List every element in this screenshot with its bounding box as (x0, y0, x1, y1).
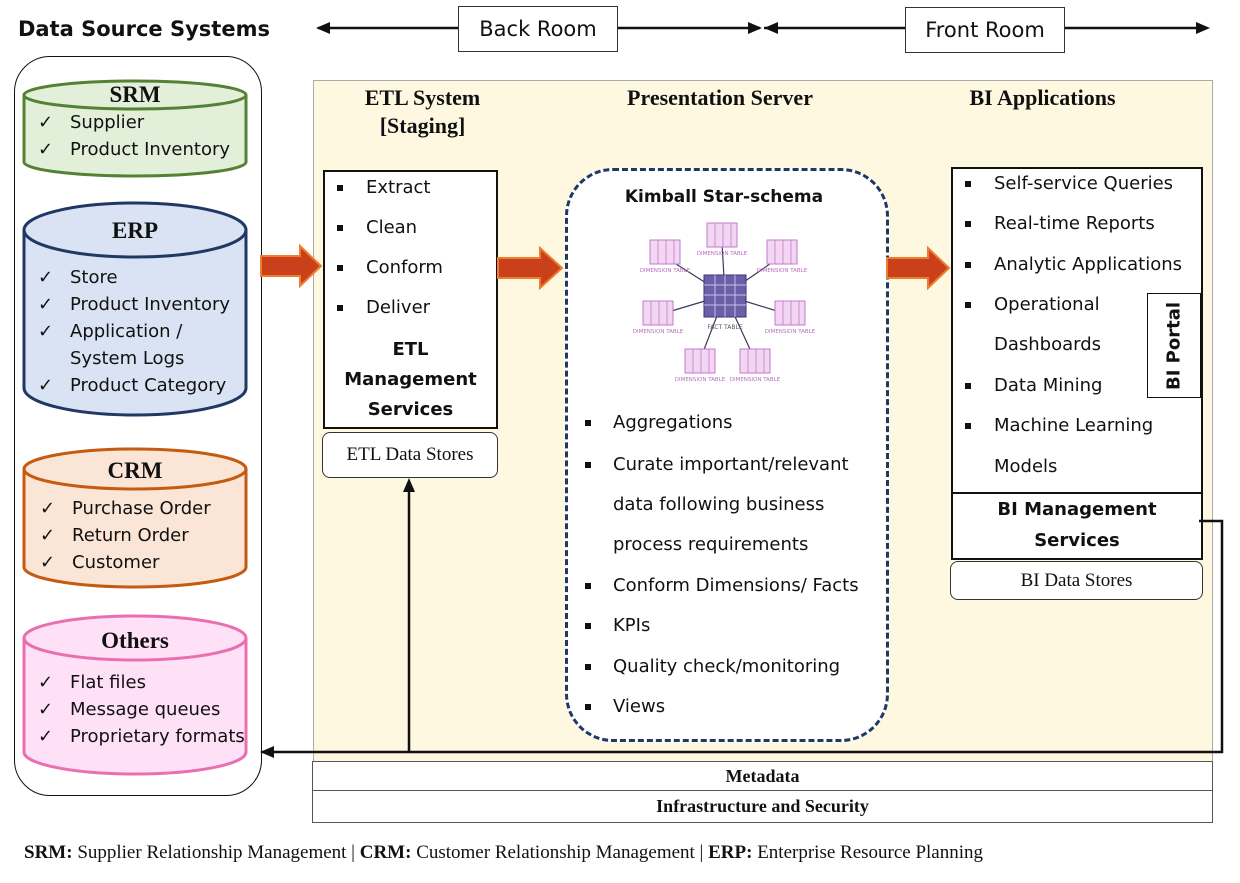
dimension-table-labels: DIMENSION TABLE DIMENSION TABLE DIMENSIO… (633, 251, 816, 383)
bi-portal: BI Portal (1147, 293, 1201, 398)
list-item: Operational (965, 294, 1100, 315)
infrastructure-security-bar: Infrastructure and Security (312, 790, 1213, 823)
list-item: Conform (337, 257, 443, 278)
arrow-presentation-to-bi (886, 245, 951, 291)
list-item: Conform Dimensions/ Facts (585, 575, 859, 596)
list-item: System Logs (70, 348, 185, 369)
bi-data-stores: BI Data Stores (950, 561, 1203, 600)
dimension-table-label: DIMENSION TABLE (633, 329, 684, 335)
etl-system-title: ETL System [Staging] (364, 85, 481, 138)
list-item: Real-time Reports (965, 213, 1155, 234)
list-item: data following business (613, 494, 825, 515)
list-item: Curate important/relevant (585, 454, 849, 475)
etl-steps-box: Extract Clean Conform Deliver (323, 170, 498, 337)
presentation-server-title: Presentation Server (627, 85, 813, 110)
list-item: Self-service Queries (965, 173, 1173, 194)
list-item: Clean (337, 217, 417, 238)
srm-items: ✓Supplier ✓Product Inventory (24, 112, 246, 172)
list-item: ✓Return Order (40, 525, 189, 546)
list-item: ✓Proprietary formats (38, 726, 245, 747)
arrow-sources-to-etl (260, 243, 323, 289)
bi-applications-box: Self-service Queries Real-time Reports A… (951, 167, 1203, 496)
page-title: Data Source Systems (18, 17, 270, 41)
list-item: ✓Product Category (38, 375, 227, 396)
fact-table-label: FACT TABLE (707, 324, 742, 331)
crm-items: ✓Purchase Order ✓Return Order ✓Customer (26, 498, 246, 588)
star-schema-title: Kimball Star-schema (624, 187, 824, 207)
dimension-table-label: DIMENSION TABLE (675, 377, 726, 383)
list-item: ✓Application / (38, 321, 183, 342)
bi-management-services: BI Management Services (951, 492, 1203, 560)
others-items: ✓Flat files ✓Message queues ✓Proprietary… (24, 672, 246, 762)
etl-data-stores: ETL Data Stores (322, 432, 498, 478)
list-item: Analytic Applications (965, 254, 1182, 275)
list-item: Deliver (337, 297, 430, 318)
crm-title: CRM (107, 458, 163, 483)
others-cylinder (22, 614, 248, 776)
feedback-loop-arrow (262, 519, 1224, 754)
dimension-table-label: DIMENSION TABLE (730, 377, 781, 383)
list-item: ✓Store (38, 267, 118, 288)
arrow-etl-to-presentation (497, 245, 564, 291)
front-room-label: Front Room (905, 7, 1065, 53)
erp-items: ✓Store ✓Product Inventory ✓Application /… (24, 267, 246, 407)
srm-cylinder (22, 79, 248, 178)
back-room-span-arrow (316, 22, 762, 34)
list-item: ✓Flat files (38, 672, 146, 693)
list-item: process requirements (613, 534, 809, 555)
erp-title: ERP (112, 218, 158, 243)
list-item: KPIs (585, 615, 650, 636)
star-schema-diagram: FACT TABLE DIMENSION TABLE DIMENSION TAB… (633, 222, 816, 383)
dimension-table-icons (642, 222, 806, 374)
dimension-table-label: DIMENSION TABLE (640, 268, 691, 274)
crm-cylinder (22, 447, 248, 589)
list-item: Models (994, 456, 1058, 477)
dimension-table-label: DIMENSION TABLE (765, 329, 816, 335)
list-item: ✓Product Inventory (38, 139, 231, 160)
list-item: ✓Customer (40, 552, 160, 573)
list-item: Quality check/monitoring (585, 656, 840, 677)
bi-applications-title: BI Applications (969, 85, 1116, 110)
back-room-label: Back Room (458, 6, 618, 52)
list-item: Views (585, 696, 665, 717)
list-item: Extract (337, 177, 430, 198)
source-cylinders (22, 79, 248, 776)
list-item: Machine Learning (965, 415, 1153, 436)
presentation-server-box (565, 168, 889, 742)
dimension-table-label: DIMENSION TABLE (757, 268, 808, 274)
presentation-items: Aggregations Curate important/relevant d… (585, 412, 880, 722)
list-item: Aggregations (585, 412, 733, 433)
etl-management-services: ETL Management Services (323, 333, 498, 429)
erp-cylinder (22, 201, 248, 417)
list-item: ✓Supplier (38, 112, 145, 133)
srm-title: SRM (109, 82, 161, 107)
others-title: Others (101, 628, 169, 653)
list-item: ✓Purchase Order (40, 498, 211, 519)
fact-table-icon (703, 274, 747, 318)
list-item: ✓Message queues (38, 699, 221, 720)
list-item: Dashboards (994, 334, 1102, 355)
front-room-span-arrow (764, 22, 1210, 34)
abbreviation-footnote: SRM: Supplier Relationship Management | … (24, 842, 984, 863)
list-item: Data Mining (965, 375, 1102, 396)
dimension-table-label: DIMENSION TABLE (697, 251, 748, 257)
list-item: ✓Product Inventory (38, 294, 231, 315)
